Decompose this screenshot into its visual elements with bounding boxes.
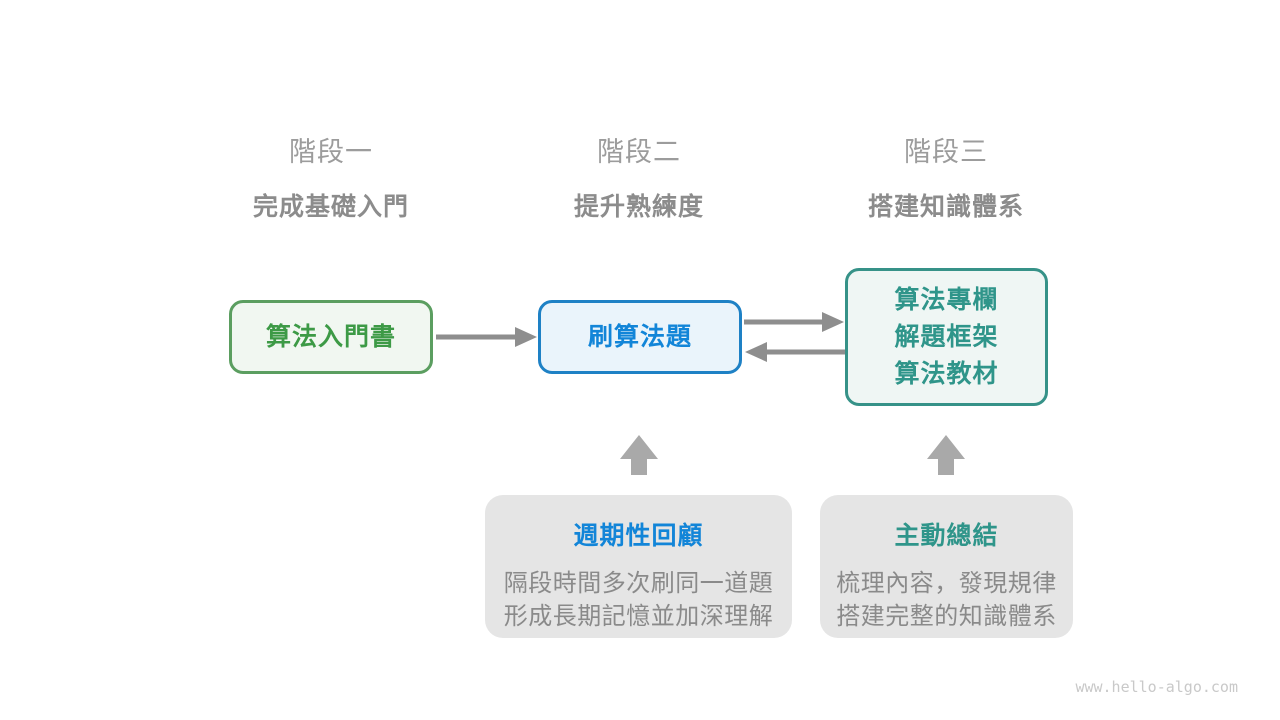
node-advanced: 算法專欄 解題框架 算法教材 [845, 268, 1048, 406]
callout-review-title: 週期性回顧 [573, 522, 704, 550]
node-practice-label: 刷算法題 [587, 322, 692, 351]
up-arrow-review-icon [620, 435, 658, 475]
watermark: www.hello-algo.com [1075, 678, 1238, 696]
stage-3-title: 階段三 [904, 137, 988, 167]
node-intro-book-label: 算法入門書 [265, 322, 396, 351]
callout-summary-line-1: 梳理內容，發現規律 [836, 570, 1057, 597]
callout-review-line-2: 形成長期記憶並加深理解 [503, 603, 774, 630]
callout-summary-line-2: 搭建完整的知識體系 [836, 603, 1057, 630]
node-advanced-line-3: 算法教材 [894, 359, 999, 388]
stage-1-title: 階段一 [289, 137, 373, 167]
stage-2-header: 階段二 提升熟練度 [479, 130, 799, 223]
callout-review-body: 隔段時間多次刷同一道題 形成長期記憶並加深理解 [485, 567, 792, 633]
arrow-node1-to-node2 [436, 327, 537, 347]
stage-3-subtitle: 搭建知識體系 [867, 193, 1024, 221]
node-advanced-line-2: 解題框架 [894, 322, 999, 351]
node-advanced-line-1: 算法專欄 [894, 285, 999, 314]
arrow-node2-to-node3 [744, 312, 844, 332]
callout-summary: 主動總結 梳理內容，發現規律 搭建完整的知識體系 [820, 495, 1073, 638]
callout-review: 週期性回顧 隔段時間多次刷同一道題 形成長期記憶並加深理解 [485, 495, 792, 638]
callout-summary-body: 梳理內容，發現規律 搭建完整的知識體系 [820, 567, 1073, 633]
stage-3-header: 階段三 搭建知識體系 [786, 130, 1106, 223]
up-arrow-summary-icon [927, 435, 965, 475]
stage-2-subtitle: 提升熟練度 [573, 193, 704, 221]
node-practice: 刷算法題 [538, 300, 742, 374]
arrow-node3-to-node2 [745, 342, 845, 362]
node-intro-book: 算法入門書 [229, 300, 433, 374]
callout-summary-title: 主動總結 [894, 522, 999, 550]
stage-2-title: 階段二 [597, 137, 681, 167]
stage-1-subtitle: 完成基礎入門 [252, 193, 409, 221]
stage-1-header: 階段一 完成基礎入門 [171, 130, 491, 223]
callout-review-line-1: 隔段時間多次刷同一道題 [503, 570, 774, 597]
